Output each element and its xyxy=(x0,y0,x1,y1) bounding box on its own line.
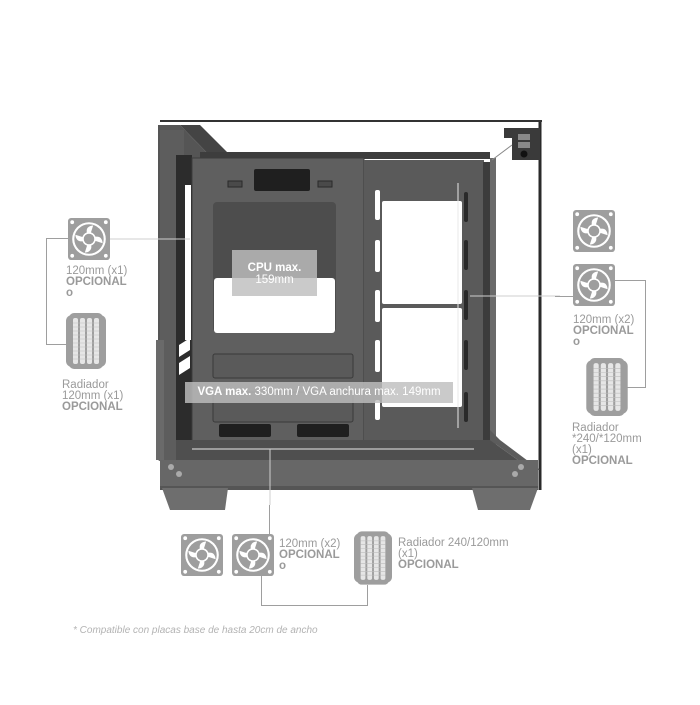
left-fan-size: 120mm (x1) xyxy=(66,265,128,277)
right-radiator-title: Radiador xyxy=(572,422,619,434)
radiator-icon xyxy=(66,313,106,369)
bottom-connector-horizontal xyxy=(261,605,368,606)
right-fan-tag: OPCIONAL xyxy=(573,325,634,337)
fan-icon xyxy=(181,534,223,576)
left-fan-tag: OPCIONAL xyxy=(66,276,127,288)
right-connector-case xyxy=(555,296,573,297)
left-radiator-label: Radiador 120mm (x1) OPCIONAL xyxy=(62,379,124,413)
fan-icon xyxy=(573,264,615,306)
bottom-radiator-tag: OPCIONAL xyxy=(398,559,459,571)
right-fan-or: o xyxy=(573,336,581,348)
right-fan-label: 120mm (x2) OPCIONAL o xyxy=(573,314,635,348)
right-radiator-tag: OPCIONAL xyxy=(572,455,633,467)
bottom-connector-left xyxy=(261,576,262,606)
right-connector-bottom xyxy=(627,387,646,388)
bottom-radiator-title: Radiador 240/120mm xyxy=(398,537,509,549)
bottom-fan-tag: OPCIONAL xyxy=(279,549,340,561)
cpu-line1: CPU max. xyxy=(247,262,302,274)
vga-bold: VGA max. xyxy=(197,386,252,398)
left-connector-bottom xyxy=(46,344,68,345)
left-radiator-title: Radiador xyxy=(62,379,109,391)
bottom-fan-label: 120mm (x2) OPCIONAL o xyxy=(279,538,341,572)
fan-icon xyxy=(232,534,274,576)
cpu-clearance-label: CPU max. 159mm xyxy=(232,250,317,296)
right-fan-size: 120mm (x2) xyxy=(573,314,635,326)
left-fan-or: o xyxy=(66,287,74,299)
fan-icon xyxy=(573,210,615,252)
radiator-icon xyxy=(586,358,628,416)
left-connector-vertical xyxy=(46,238,47,345)
bottom-connector-right xyxy=(367,585,368,606)
footnote: * Compatible con placas base de hasta 20… xyxy=(73,625,318,636)
vga-clearance-label: VGA max. 330mm / VGA anchura max. 149mm xyxy=(185,382,453,403)
right-radiator-qty: (x1) xyxy=(572,444,592,456)
right-connector-vertical xyxy=(645,280,646,387)
right-connector-top xyxy=(615,280,645,281)
cpu-line2: 159mm xyxy=(255,274,294,286)
left-radiator-size: 120mm (x1) xyxy=(62,390,124,402)
bottom-radiator-label: Radiador 240/120mm (x1) OPCIONAL xyxy=(398,537,509,571)
bottom-fan-or: o xyxy=(279,560,287,572)
bottom-fan-size: 120mm (x2) xyxy=(279,538,341,550)
radiator-icon xyxy=(354,530,392,586)
bottom-connector-top xyxy=(269,505,270,535)
right-radiator-label: Radiador *240/*120mm (x1) OPCIONAL xyxy=(572,422,642,467)
fan-icon xyxy=(68,218,110,260)
bottom-radiator-qty: (x1) xyxy=(398,548,418,560)
vga-rest: 330mm / VGA anchura max. 149mm xyxy=(251,386,441,398)
left-connector-top xyxy=(46,238,68,239)
left-fan-label: 120mm (x1) OPCIONAL o xyxy=(66,265,128,299)
left-radiator-tag: OPCIONAL xyxy=(62,401,123,413)
right-radiator-size: *240/*120mm xyxy=(572,433,642,445)
